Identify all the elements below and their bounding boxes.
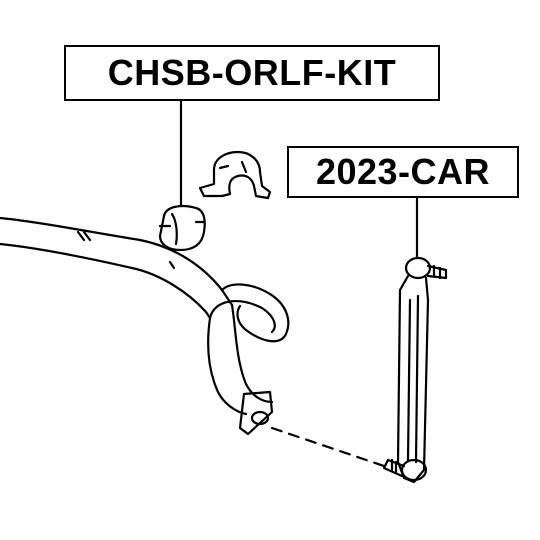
stabilizer-link [382, 256, 448, 484]
stabilizer-link-part-number: 2023-CAR [315, 151, 491, 192]
bushing-bracket [198, 150, 272, 200]
bushing-kit-label: CHSB-ORLF-KIT [64, 45, 440, 101]
bushing-kit-part-number: CHSB-ORLF-KIT [107, 52, 397, 93]
rubber-bushing [158, 205, 206, 252]
stabilizer-link-label: 2023-CAR [287, 146, 519, 198]
assembly-dashed-line [270, 426, 386, 468]
bar-end-eye [238, 390, 274, 436]
stabilizer-bar [0, 216, 290, 416]
